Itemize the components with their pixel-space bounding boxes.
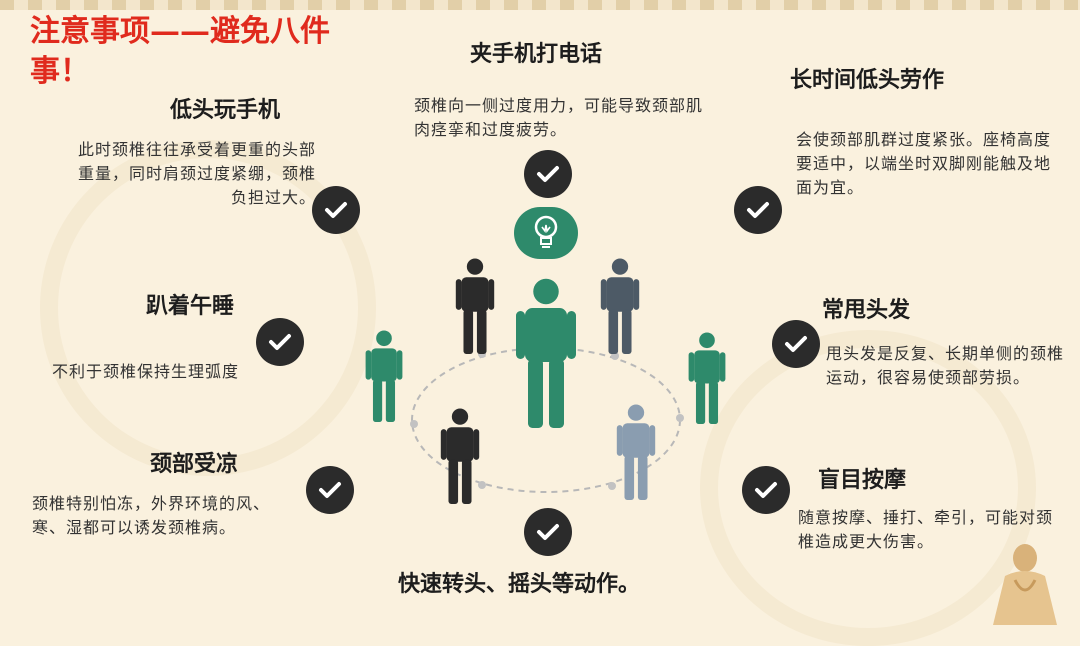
item-heading-massage: 盲目按摩 [818, 468, 907, 493]
check-phone [312, 186, 360, 234]
item-text-labor: 会使颈部肌群过度紧张。座椅高度要适中，以端坐时双脚刚能触及地面为宜。 [796, 130, 1052, 197]
checkmark-icon [269, 334, 291, 350]
check-cold [306, 466, 354, 514]
statue-decoration [993, 544, 1057, 625]
item-text-cold: 颈椎特别怕冻，外界环境的风、寒、湿都可以诱发颈椎病。 [32, 494, 271, 537]
item-heading-nap: 趴着午睡 [146, 294, 235, 319]
person-icon [440, 408, 480, 504]
person-icon [455, 258, 495, 354]
check-labor [734, 186, 782, 234]
person-icon [688, 332, 726, 424]
checkmark-icon [325, 202, 347, 218]
person-icon [600, 258, 640, 354]
check-nap [256, 318, 304, 366]
checkmark-icon [537, 524, 559, 540]
page-title: 注意事项——避免八件事！ [30, 14, 330, 89]
checkmark-icon [747, 202, 769, 218]
item-heading-clamp-phone: 夹手机打电话 [470, 42, 603, 67]
check-hair [772, 320, 820, 368]
item-heading-quick-turn: 快速转头、摇头等动作。 [398, 572, 641, 597]
checkmark-icon [319, 482, 341, 498]
check-massage [742, 466, 790, 514]
top-border [0, 0, 1080, 10]
checkmark-icon [537, 166, 559, 182]
item-text-nap: 不利于颈椎保持生理弧度 [52, 362, 240, 381]
lightbulb-icon [534, 215, 558, 248]
person-icon [616, 404, 656, 500]
lightbulb-badge [514, 207, 578, 259]
check-clamp-phone [524, 150, 572, 198]
item-text-clamp-phone: 颈椎向一侧过度用力，可能导致颈部肌肉痉挛和过度疲劳。 [414, 96, 704, 139]
item-heading-phone: 低头玩手机 [170, 98, 281, 123]
item-heading-hair: 常甩头发 [822, 298, 911, 323]
item-text-massage: 随意按摩、捶打、牵引，可能对颈椎造成更大伤害。 [798, 508, 1054, 551]
checkmark-icon [755, 482, 777, 498]
item-text-phone: 此时颈椎往往承受着更重的头部重量，同时肩颈过度紧绷，颈椎负担过大。 [77, 140, 316, 207]
check-quick-turn [524, 508, 572, 556]
checkmark-icon [785, 336, 807, 352]
item-text-hair: 甩头发是反复、长期单侧的颈椎运动，很容易使颈部劳损。 [826, 344, 1065, 387]
person-icon-center [516, 278, 576, 428]
item-heading-cold: 颈部受凉 [150, 452, 239, 477]
item-heading-labor: 长时间低头劳作 [790, 68, 945, 93]
person-icon [365, 330, 403, 422]
